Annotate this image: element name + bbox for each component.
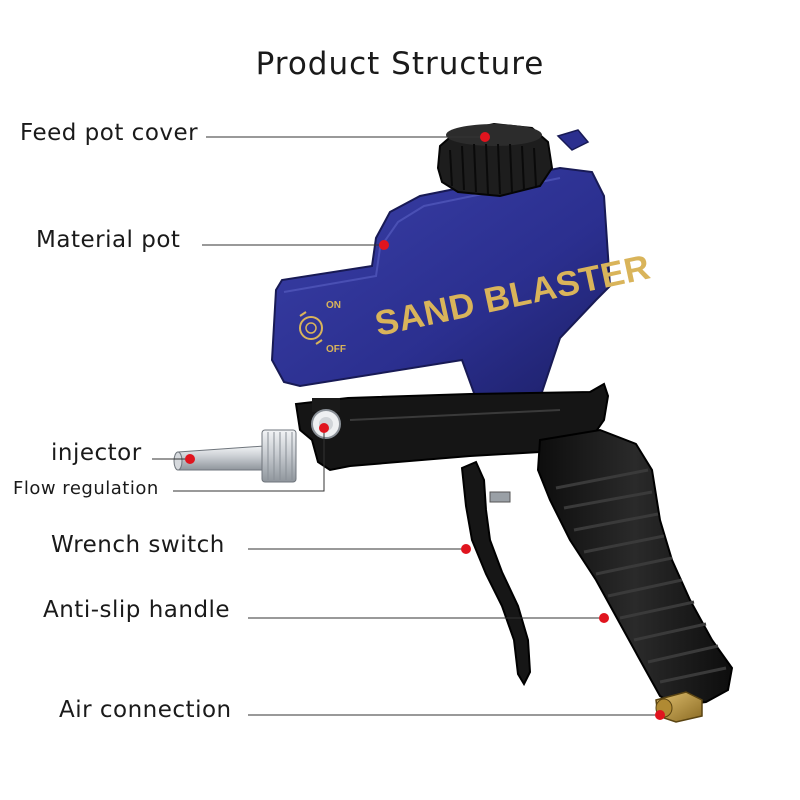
diagram-title: Product Structure	[255, 46, 545, 82]
marker-injector	[185, 454, 195, 464]
wrench-switch	[460, 460, 532, 687]
leader-lines	[152, 136, 660, 716]
callout-markers	[185, 132, 665, 720]
injector-nozzle	[173, 429, 297, 483]
marker-flow-regulation	[319, 423, 329, 433]
marker-material-pot	[379, 240, 389, 250]
anti-slip-handle	[536, 428, 734, 708]
feed-pot-cover	[436, 122, 590, 198]
label-air-connection: Air connection	[59, 697, 232, 723]
label-wrench-switch: Wrench switch	[51, 532, 225, 558]
marker-wrench-switch	[461, 544, 471, 554]
label-feed-pot-cover: Feed pot cover	[20, 120, 199, 146]
marker-air-connection	[655, 710, 665, 720]
on-off-switch-icon	[299, 311, 323, 345]
switch-off-label: OFF	[326, 344, 346, 355]
material-pot: SAND BLASTER ON OFF	[270, 166, 654, 406]
marker-anti-slip-handle	[599, 613, 609, 623]
label-material-pot: Material pot	[36, 227, 181, 253]
marker-feed-pot-cover	[480, 132, 490, 142]
label-anti-slip-handle: Anti-slip handle	[43, 597, 231, 623]
label-injector: injector	[51, 440, 142, 466]
label-flow-regulation: Flow regulation	[13, 478, 159, 499]
switch-on-label: ON	[326, 300, 341, 311]
